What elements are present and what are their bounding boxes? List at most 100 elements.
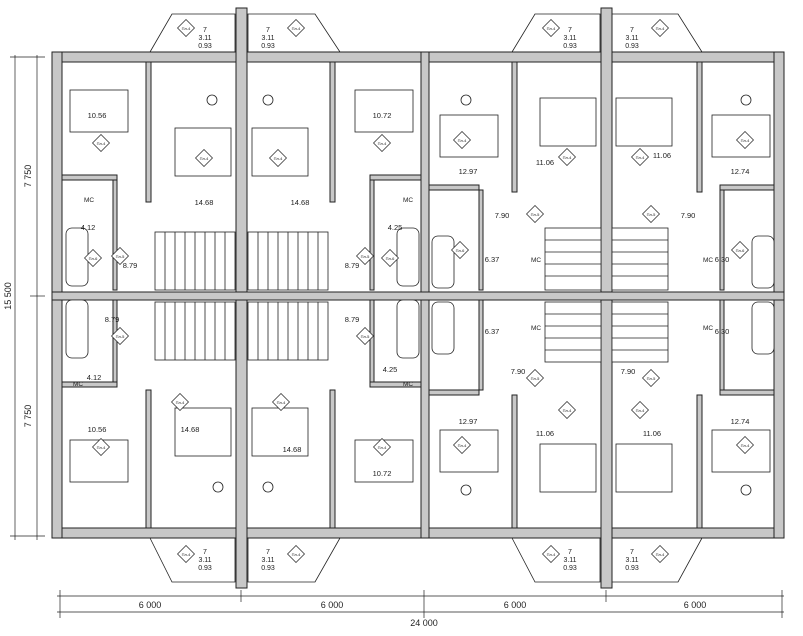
room-area: 4.25 — [388, 223, 403, 232]
svg-text:Пл-4: Пл-4 — [97, 141, 107, 146]
balcony-num: 7 — [630, 549, 634, 556]
room-area: 4.25 — [383, 365, 398, 374]
dim-bottom-4: 6 000 — [684, 600, 707, 610]
room-area: 14.68 — [291, 198, 310, 207]
balcony-num: 7 — [203, 549, 207, 556]
room-area: 12.97 — [459, 417, 478, 426]
balcony-factor: 0.93 — [625, 565, 639, 572]
room-tag-icon: Пл-4 — [177, 19, 195, 37]
room-tag-icon: Пл-6 — [84, 249, 102, 267]
svg-text:Пл-6: Пл-6 — [456, 248, 466, 253]
room-tag-icon: Пл-5 — [356, 247, 374, 265]
room-area: 12.97 — [459, 167, 478, 176]
unit-4-bottom: 12.74 11.06 6.30 МС 7.90 7 3.11 0.93 — [621, 325, 750, 572]
unit-4-top: 12.74 11.06 6.30 МС 7.90 7 3.11 0.93 — [625, 27, 749, 264]
svg-text:Пл-4: Пл-4 — [563, 155, 573, 160]
room-tag-icon: Пл-5 — [642, 369, 660, 387]
dim-left-1: 7 750 — [23, 165, 33, 188]
room-tag-icon: Пл-4 — [542, 545, 560, 563]
room-area: 8.79 — [105, 315, 120, 324]
room-area: 7.90 — [495, 211, 510, 220]
room-area: 7.90 — [621, 367, 636, 376]
balcony-factor: 0.93 — [563, 43, 577, 50]
room-tag-icon: Пл-4 — [453, 131, 471, 149]
svg-text:Пл-4: Пл-4 — [636, 408, 646, 413]
room-tag-icon: Пл-6 — [451, 241, 469, 259]
svg-text:Пл-4: Пл-4 — [636, 155, 646, 160]
svg-text:Пл-6: Пл-6 — [736, 248, 746, 253]
room-area: 7.90 — [681, 211, 696, 220]
room-tag-icon: Пл-4 — [269, 149, 287, 167]
svg-text:Пл-5: Пл-5 — [116, 334, 126, 339]
balcony-area: 3.11 — [261, 557, 274, 564]
balcony-area: 3.11 — [198, 35, 211, 42]
svg-text:Пл-4: Пл-4 — [277, 400, 287, 405]
svg-text:Пл-5: Пл-5 — [361, 254, 371, 259]
svg-text:Пл-4: Пл-4 — [563, 408, 573, 413]
dim-total: 24 000 — [410, 618, 438, 628]
svg-text:Пл-5: Пл-5 — [361, 334, 371, 339]
room-tag-icon: Пл-4 — [651, 19, 669, 37]
room-tag-icon: Пл-6 — [731, 241, 749, 259]
svg-text:Пл-4: Пл-4 — [458, 138, 468, 143]
room-tag-icon: Пл-4 — [558, 148, 576, 166]
balcony-area: 3.11 — [563, 557, 576, 564]
room-tag-icon: Пл-4 — [272, 393, 290, 411]
room-tag-icon: Пл-4 — [453, 436, 471, 454]
room-area: 8.79 — [123, 261, 138, 270]
room-tag-icon: Пл-4 — [177, 545, 195, 563]
room-tag-icon: Пл-4 — [92, 134, 110, 152]
balcony-factor: 0.93 — [563, 565, 577, 572]
room-tag-icon: Пл-4 — [287, 19, 305, 37]
balcony-num: 7 — [266, 549, 270, 556]
balcony-area: 3.11 — [261, 35, 274, 42]
room-tags: Пл-4 Пл-4 Пл-4 Пл-4 Пл-4 Пл-4 Пл-4 Пл-4 … — [84, 19, 754, 563]
balcony-num: 7 — [568, 549, 572, 556]
balcony-area: 3.11 — [198, 557, 211, 564]
dimension-lines — [10, 55, 784, 618]
svg-text:Пл-5: Пл-5 — [531, 212, 541, 217]
room-area: 11.06 — [653, 151, 671, 160]
room-area: 11.06 — [643, 429, 661, 438]
balcony-num: 7 — [266, 27, 270, 34]
room-tag-icon: Пл-4 — [373, 134, 391, 152]
bath-mark: МС — [403, 197, 413, 204]
svg-text:Пл-5: Пл-5 — [647, 212, 657, 217]
room-area: 14.68 — [195, 198, 214, 207]
room-tag-icon: Пл-4 — [631, 148, 649, 166]
svg-text:Пл-4: Пл-4 — [182, 26, 192, 31]
bath-mark: МС — [73, 381, 83, 388]
svg-text:Пл-4: Пл-4 — [547, 552, 557, 557]
room-tag-icon: Пл-4 — [92, 438, 110, 456]
unit-2-bottom: 10.72 14.68 4.25 МС 8.79 7 3.11 0.93 — [261, 315, 413, 572]
room-area: 10.56 — [88, 111, 107, 120]
svg-text:Пл-6: Пл-6 — [386, 256, 396, 261]
room-area: 11.06 — [536, 158, 554, 167]
room-tag-icon: Пл-4 — [195, 149, 213, 167]
room-area: 12.74 — [731, 417, 750, 426]
svg-text:Пл-5: Пл-5 — [116, 254, 126, 259]
room-tag-icon: Пл-4 — [287, 545, 305, 563]
bath-mark: МС — [531, 325, 541, 332]
svg-text:Пл-4: Пл-4 — [547, 26, 557, 31]
svg-text:Пл-4: Пл-4 — [656, 26, 666, 31]
room-tag-icon: Пл-5 — [526, 205, 544, 223]
room-area: 4.12 — [87, 373, 102, 382]
svg-text:Пл-4: Пл-4 — [274, 156, 284, 161]
svg-text:Пл-5: Пл-5 — [531, 376, 541, 381]
balcony-area: 3.11 — [563, 35, 576, 42]
room-tag-icon: Пл-4 — [542, 19, 560, 37]
room-tag-icon: Пл-4 — [736, 436, 754, 454]
bath-mark: МС — [531, 257, 541, 264]
room-tag-icon: Пл-4 — [171, 393, 189, 411]
room-area: 11.06 — [536, 429, 554, 438]
room-tag-icon: Пл-4 — [631, 401, 649, 419]
room-area: 14.68 — [283, 445, 302, 454]
bath-mark: МС — [703, 257, 713, 264]
unit-1-top: 10.56 14.68 4.12 МС 8.79 7 3.11 0.93 — [81, 27, 214, 270]
svg-text:Пл-4: Пл-4 — [200, 156, 210, 161]
unit-1-bottom: 10.56 14.68 4.12 МС 8.79 7 3.11 0.93 — [73, 315, 212, 572]
svg-text:Пл-4: Пл-4 — [292, 26, 302, 31]
svg-text:Пл-4: Пл-4 — [182, 552, 192, 557]
